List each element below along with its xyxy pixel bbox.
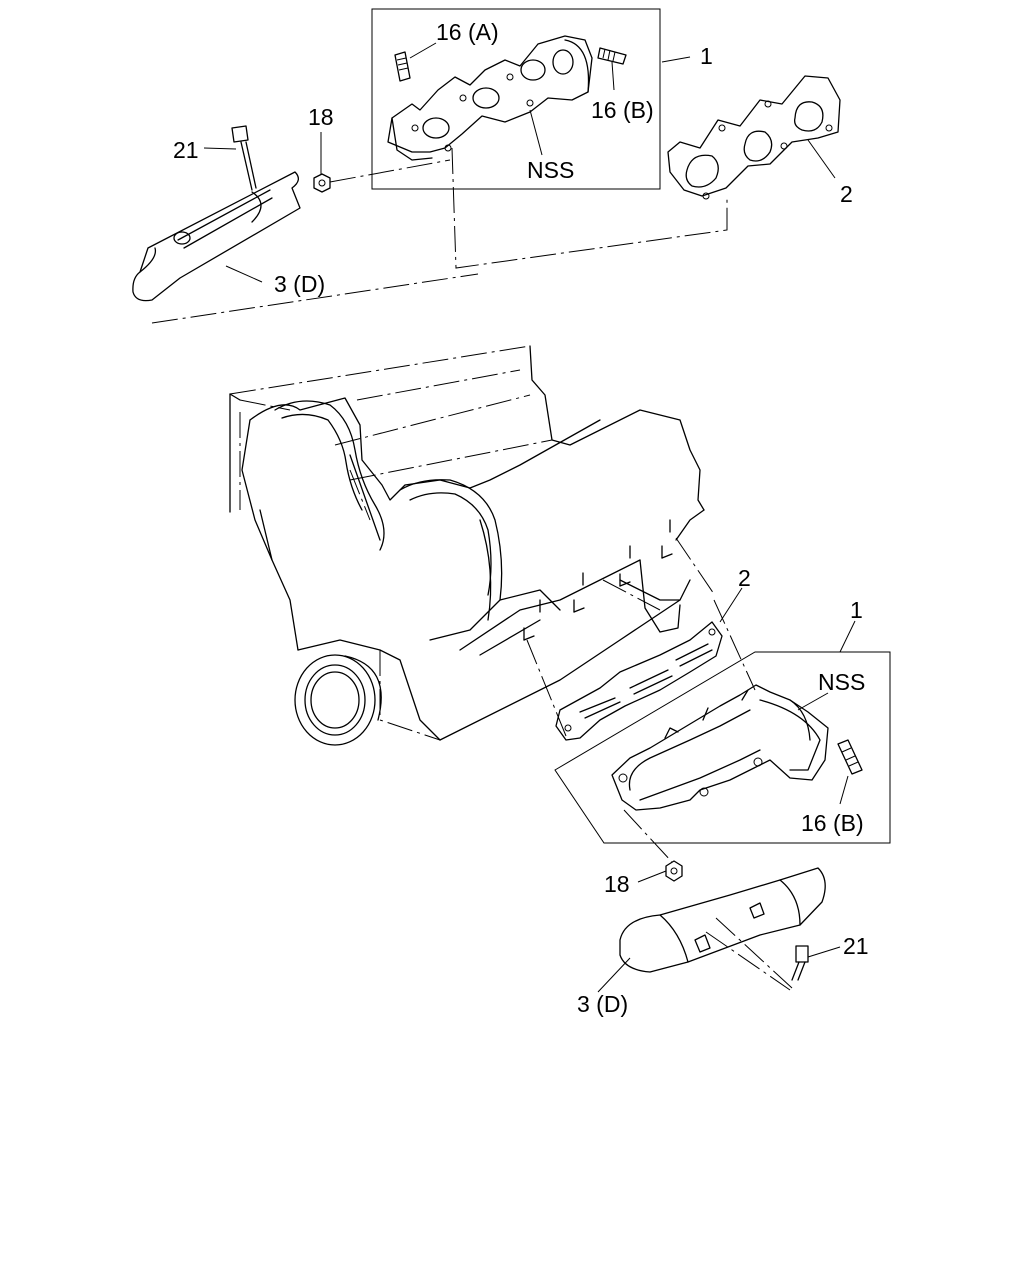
label-top-16b: 16 (B) [591, 97, 654, 123]
label-bottom-16b: 16 (B) [801, 810, 864, 836]
label-top-16a: 16 (A) [436, 19, 499, 45]
label-top-21: 21 [173, 137, 199, 163]
top-nut-18 [313, 173, 331, 193]
label-bottom-nss: NSS [818, 669, 865, 695]
crank-pulley [294, 654, 382, 746]
bottom-manifold-assembly [526, 537, 891, 991]
bottom-manifold-box [554, 651, 891, 844]
bottom-gasket [555, 621, 723, 741]
bottom-exhaust-manifold [611, 684, 829, 811]
bottom-heat-shield [619, 867, 826, 973]
top-manifold-box [371, 8, 661, 190]
callout-labels: 16 (A) 1 16 (B) 18 21 NSS 2 3 (D) 2 1 NS… [173, 19, 869, 1017]
top-stud-16b [597, 47, 627, 65]
bottom-stud-16b [837, 739, 863, 775]
label-top-2: 2 [840, 181, 853, 207]
label-top-1: 1 [700, 43, 713, 69]
label-bottom-21: 21 [843, 933, 869, 959]
label-bottom-3d: 3 (D) [577, 991, 628, 1017]
top-exhaust-manifold [387, 35, 593, 161]
engine-block [229, 345, 705, 746]
label-bottom-1: 1 [850, 597, 863, 623]
label-top-18: 18 [308, 104, 334, 130]
top-gasket [667, 75, 841, 200]
top-stud-16a [394, 51, 411, 82]
label-bottom-2: 2 [738, 565, 751, 591]
label-top-3d: 3 (D) [274, 271, 325, 297]
label-top-nss: NSS [527, 157, 574, 183]
top-heat-shield [132, 171, 301, 302]
top-manifold-assembly [132, 8, 841, 324]
bottom-bolt-21 [791, 945, 809, 981]
top-bolt-21 [231, 125, 257, 191]
callout-leaders [203, 42, 856, 993]
block-exhaust-ports [523, 519, 673, 641]
label-bottom-18: 18 [604, 871, 630, 897]
bottom-nut-18 [665, 860, 683, 882]
